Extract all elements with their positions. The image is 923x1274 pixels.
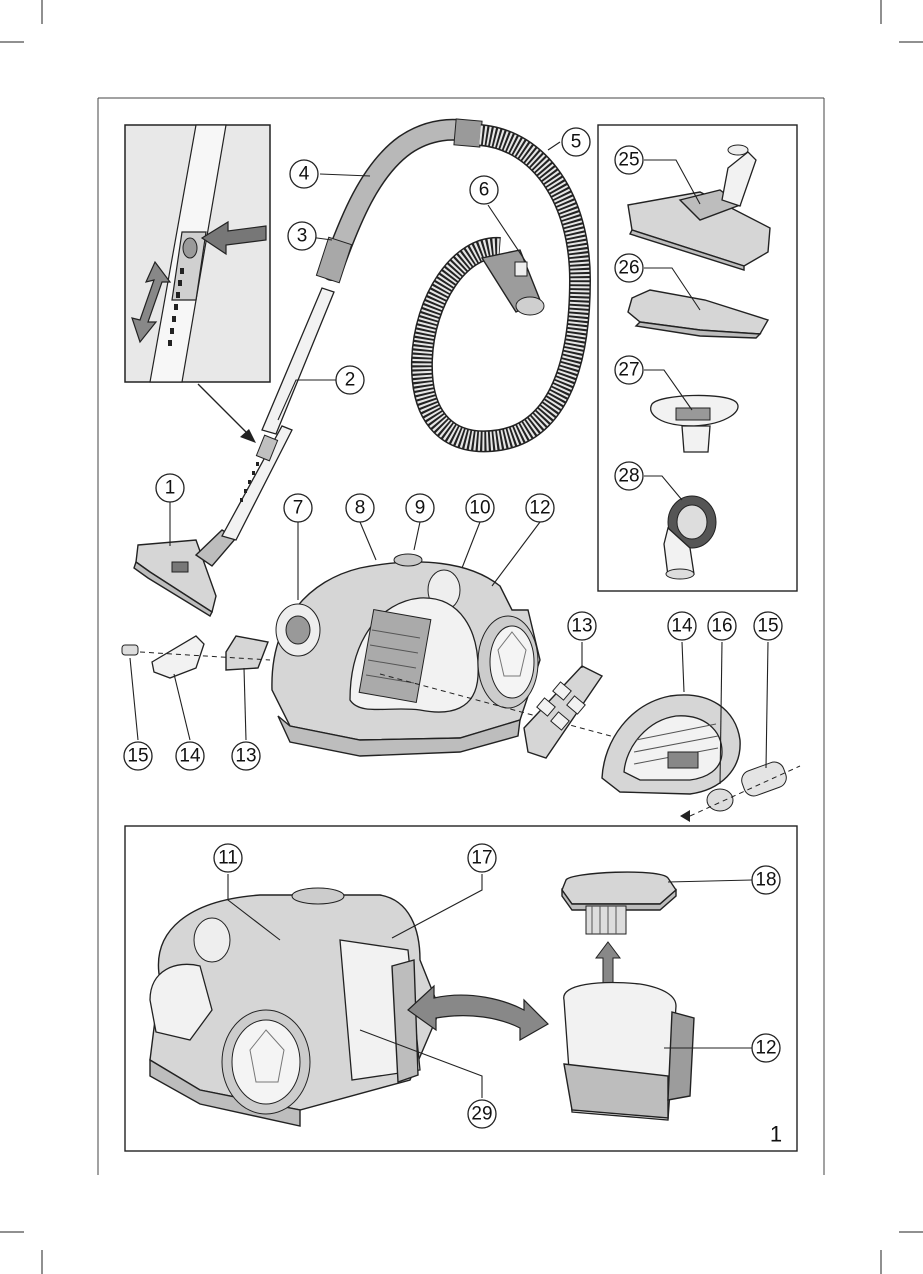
callout-11: 11 bbox=[213, 843, 243, 873]
svg-text:5: 5 bbox=[571, 132, 582, 153]
svg-text:3: 3 bbox=[297, 226, 308, 247]
callout-8: 8 bbox=[345, 493, 375, 523]
svg-text:28: 28 bbox=[618, 466, 639, 487]
svg-text:15: 15 bbox=[757, 616, 778, 637]
svg-text:4: 4 bbox=[299, 164, 310, 185]
svg-text:25: 25 bbox=[618, 150, 639, 171]
callout-12-top: 12 bbox=[525, 493, 555, 523]
svg-text:12: 12 bbox=[529, 498, 550, 519]
svg-text:27: 27 bbox=[618, 360, 639, 381]
telescopic-tube bbox=[221, 287, 335, 541]
svg-text:1: 1 bbox=[165, 478, 176, 499]
crevice-nozzle-accessory bbox=[627, 289, 770, 339]
dust-container-exploded bbox=[561, 871, 695, 1121]
svg-text:16: 16 bbox=[711, 616, 732, 637]
callout-29: 29 bbox=[467, 1099, 497, 1129]
callout-3: 3 bbox=[287, 221, 317, 251]
tube-adjust-inset bbox=[124, 124, 271, 383]
double-arrow-icon bbox=[407, 984, 549, 1042]
svg-text:10: 10 bbox=[469, 498, 490, 519]
callout-14-left: 14 bbox=[175, 741, 205, 771]
callout-4: 4 bbox=[289, 159, 319, 189]
svg-text:2: 2 bbox=[345, 370, 356, 391]
svg-text:14: 14 bbox=[671, 616, 693, 637]
dusting-brush-accessory bbox=[663, 495, 717, 580]
svg-text:12: 12 bbox=[755, 1038, 776, 1059]
callout-13-right: 13 bbox=[567, 611, 597, 641]
suction-hose bbox=[315, 118, 592, 453]
callout-16: 16 bbox=[707, 611, 737, 641]
callout-2: 2 bbox=[335, 365, 365, 395]
svg-text:13: 13 bbox=[235, 746, 256, 767]
accessories-box bbox=[597, 124, 798, 592]
callout-18: 18 bbox=[751, 865, 781, 895]
vacuum-main-unit bbox=[271, 553, 541, 757]
svg-text:8: 8 bbox=[355, 498, 366, 519]
figure-number: 1 bbox=[770, 1122, 782, 1147]
callout-13-left: 13 bbox=[231, 741, 261, 771]
floor-brush-accessory bbox=[627, 144, 771, 271]
loose-filters-left bbox=[121, 635, 271, 679]
up-down-arrow-icon bbox=[131, 260, 172, 344]
svg-text:15: 15 bbox=[127, 746, 148, 767]
svg-text:17: 17 bbox=[471, 848, 492, 869]
callout-28: 28 bbox=[614, 461, 644, 491]
callout-7: 7 bbox=[283, 493, 313, 523]
svg-text:7: 7 bbox=[293, 498, 304, 519]
callout-10: 10 bbox=[465, 493, 495, 523]
svg-text:11: 11 bbox=[218, 848, 238, 869]
press-arrow-icon bbox=[200, 220, 267, 256]
callout-12-bottom: 12 bbox=[751, 1033, 781, 1063]
svg-text:9: 9 bbox=[415, 498, 426, 519]
callout-25: 25 bbox=[614, 145, 644, 175]
callout-1: 1 bbox=[155, 473, 185, 503]
dust-container-box bbox=[124, 825, 798, 1152]
upholstery-nozzle-accessory bbox=[650, 394, 739, 453]
callout-5: 5 bbox=[561, 127, 591, 157]
svg-text:14: 14 bbox=[179, 746, 201, 767]
exhaust-arrow-icon bbox=[680, 810, 690, 822]
main-unit-rear-view bbox=[149, 887, 441, 1127]
svg-text:29: 29 bbox=[471, 1104, 492, 1125]
callout-6: 6 bbox=[469, 175, 499, 205]
floor-nozzle bbox=[133, 529, 238, 617]
callout-14-right: 14 bbox=[667, 611, 697, 641]
callout-15-right: 15 bbox=[753, 611, 783, 641]
pointer-arrow-icon bbox=[240, 429, 256, 443]
svg-text:6: 6 bbox=[479, 180, 490, 201]
svg-text:13: 13 bbox=[571, 616, 592, 637]
callout-15-left: 15 bbox=[123, 741, 153, 771]
svg-text:26: 26 bbox=[618, 258, 639, 279]
callout-17: 17 bbox=[467, 843, 497, 873]
callout-27: 27 bbox=[614, 355, 644, 385]
leader-lines bbox=[129, 141, 769, 1098]
callout-9: 9 bbox=[405, 493, 435, 523]
svg-text:18: 18 bbox=[755, 870, 776, 891]
callout-26: 26 bbox=[614, 253, 644, 283]
loose-filters-right bbox=[379, 665, 801, 822]
